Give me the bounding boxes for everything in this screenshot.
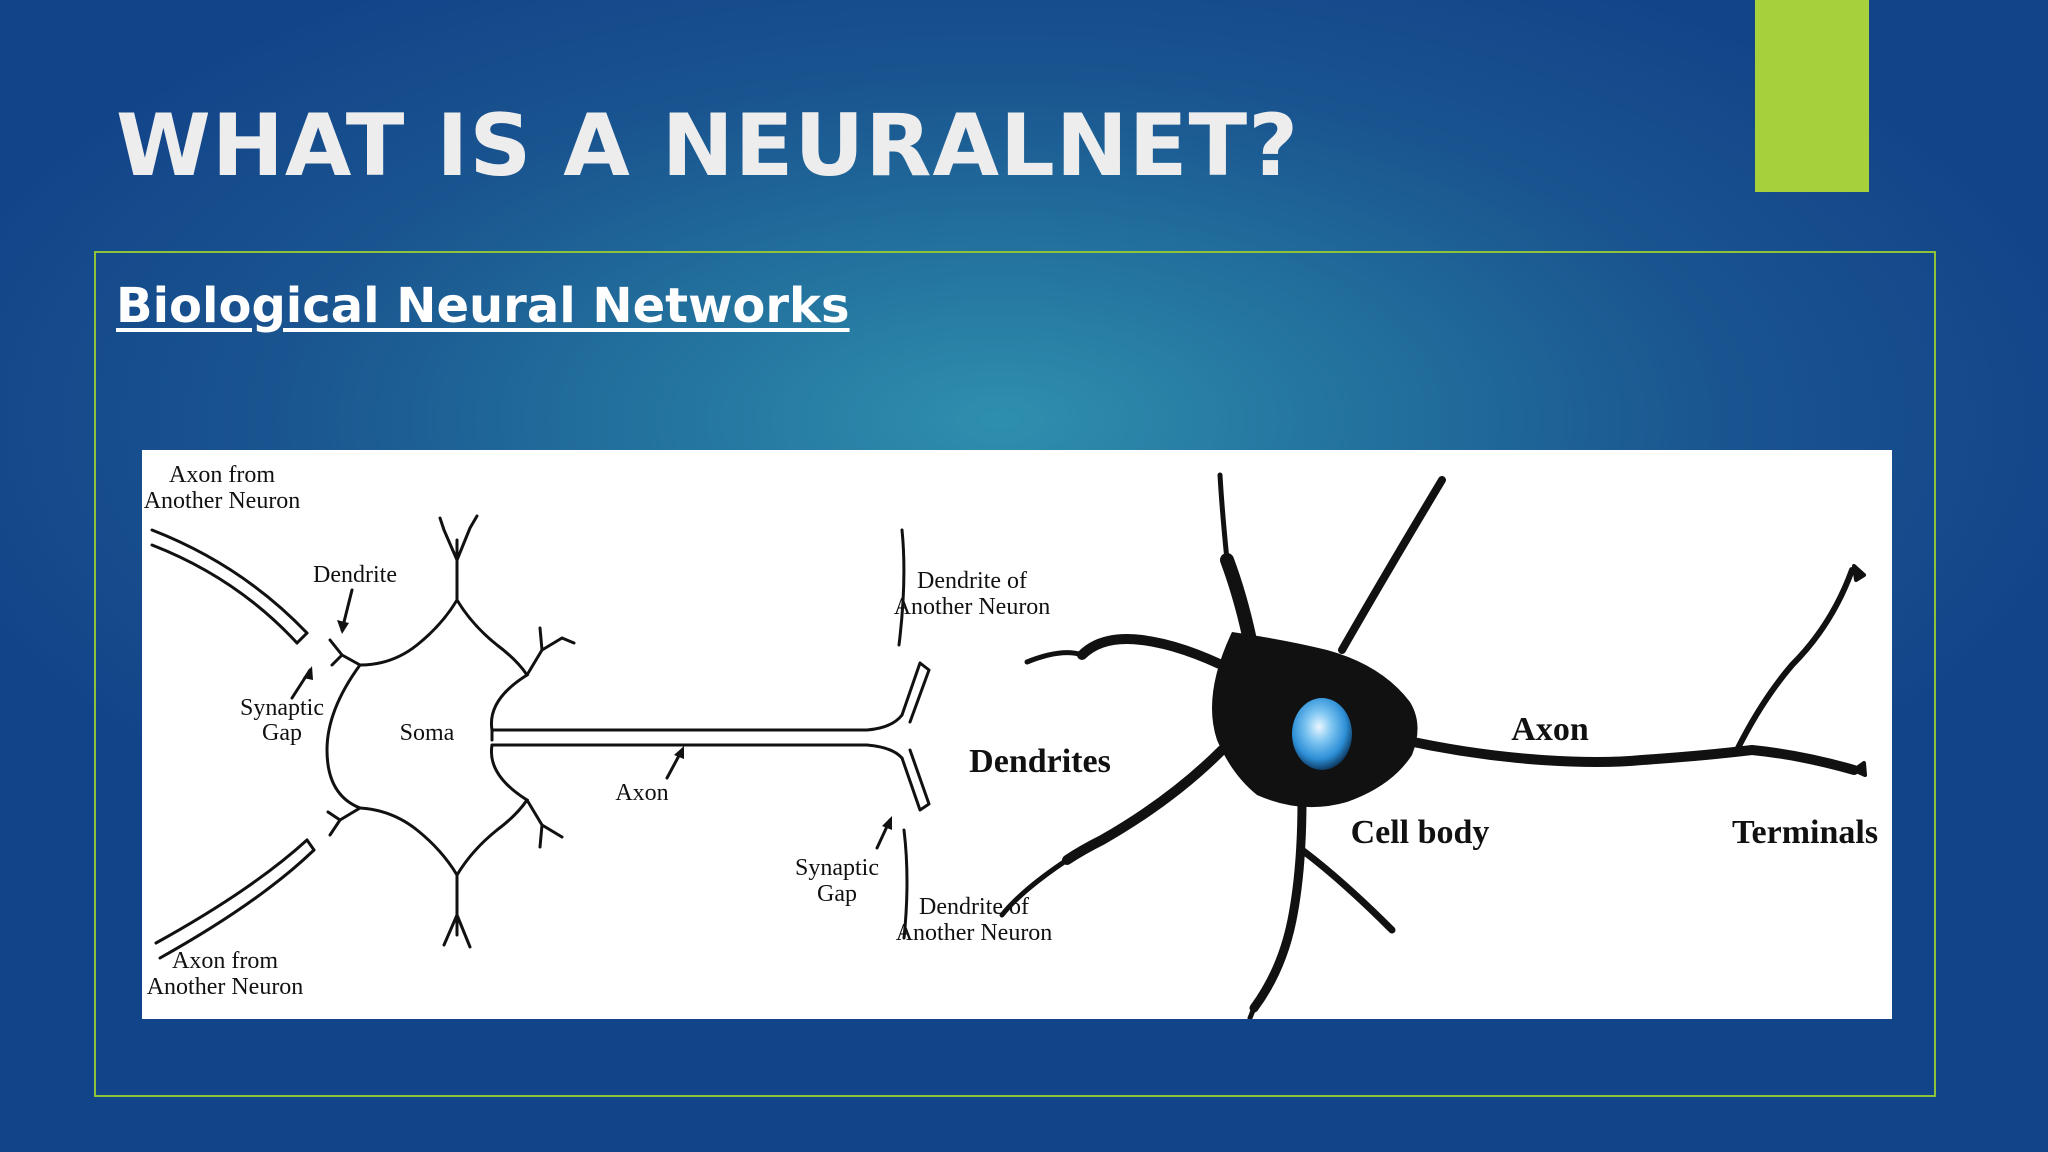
slide-title: WHAT IS A NEURALNET? [116,92,1299,200]
label-dendrite-other-bottom-2: Another Neuron [896,920,1053,946]
label-dendrites: Dendrites [969,743,1111,780]
label-synaptic-right-1: Synaptic [795,855,879,881]
dendrite-top [440,516,477,600]
accent-bar [1755,0,1869,192]
axon-lower-edge [492,745,902,758]
label-dendrite-other-bottom-1: Dendrite of [919,894,1029,920]
incoming-axon-top-edge2 [152,545,297,643]
dendrite-bottom [444,875,470,947]
incoming-axon-bottom-edge [156,840,307,943]
terminal-lower [902,750,929,810]
label-axon-bottom-2: Another Neuron [147,974,304,1000]
label-soma: Soma [400,720,455,746]
dendrite-bottom-right [527,800,562,847]
dendrite-lower-left [328,808,360,835]
label-axon-top-1: Axon from [169,462,275,488]
label-axon-right: Axon [1511,711,1589,748]
label-dendrite-other-top-2: Another Neuron [894,594,1051,620]
terminal-knob-upper [1854,566,1864,580]
label-synaptic-left-2: Gap [262,720,302,746]
soma-lower [360,745,527,875]
schematic-arrowheads [303,620,892,830]
soma-left [327,665,360,808]
terminal-upper [902,663,929,722]
label-cell-body: Cell body [1351,814,1490,851]
label-terminals: Terminals [1732,814,1878,851]
label-synaptic-right-2: Gap [817,881,857,907]
label-axon-bottom-1: Axon from [172,948,278,974]
soma-upper [360,600,527,740]
realistic-neuron [1002,475,1865,1018]
nucleus [1292,698,1352,770]
label-synaptic-left-1: Synaptic [240,695,324,721]
label-axon: Axon [615,780,668,806]
axon-upper-edge [492,715,902,730]
neuron-figure: Axon from Another Neuron Dendrite Synapt… [142,450,1892,1019]
neuron-diagrams: Axon from Another Neuron Dendrite Synapt… [142,450,1892,1019]
other-dendrite-top [899,530,904,645]
label-dendrite: Dendrite [313,562,397,588]
axon-process [1404,740,1854,770]
incoming-axon-bottom-edge2 [160,850,314,958]
terminal-branch-upper [1737,570,1852,750]
label-dendrite-other-top-1: Dendrite of [917,568,1027,594]
incoming-axon-top-edge [152,530,307,633]
dendrite-upper-left [330,640,360,665]
section-subtitle: Biological Neural Networks [116,276,850,336]
dendrite-top-right [527,628,574,675]
label-axon-top-2: Another Neuron [144,488,301,514]
